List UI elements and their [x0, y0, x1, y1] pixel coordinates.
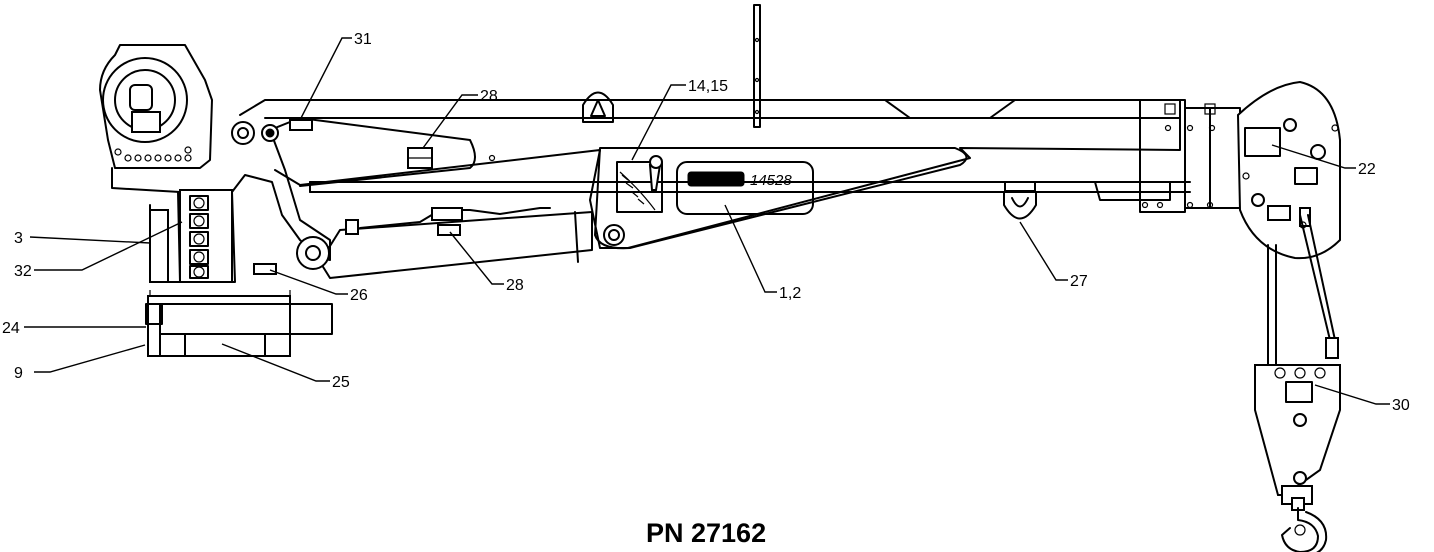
lift-cylinder	[253, 207, 593, 279]
callout-27: 27	[1070, 273, 1088, 290]
callout-labels: 31 28 14,15 22 3 32 26 28 1,2 27 24 9 25…	[2, 31, 1410, 414]
leader-lines	[24, 37, 1390, 405]
angle-indicator	[616, 155, 663, 213]
callout-25: 25	[332, 374, 350, 391]
callout-3: 3	[14, 230, 23, 247]
main-boom: 14528	[231, 4, 1191, 250]
mast	[111, 129, 331, 283]
model-label: 14528	[750, 172, 792, 189]
callout-22: 22	[1358, 161, 1376, 178]
boom-extension	[1094, 99, 1241, 213]
callout-32: 32	[14, 263, 32, 280]
callout-31: 31	[354, 31, 372, 48]
callout-28-top: 28	[480, 88, 498, 105]
hook-block	[1254, 364, 1341, 552]
hydraulic-fittings	[189, 195, 209, 279]
callout-14-15: 14,15	[688, 78, 728, 95]
callout-1-2: 1,2	[779, 285, 801, 302]
sheave-head	[1236, 80, 1341, 260]
callout-9: 9	[14, 365, 23, 382]
base-housing	[145, 290, 333, 357]
callout-24: 24	[2, 320, 20, 337]
winch-bolt-row	[114, 146, 192, 162]
callout-30: 30	[1392, 397, 1410, 414]
winch-assembly	[99, 44, 213, 169]
part-number: PN 27162	[646, 518, 766, 548]
callout-28-bottom: 28	[506, 277, 524, 294]
callout-26: 26	[350, 287, 368, 304]
cable	[1267, 214, 1339, 366]
